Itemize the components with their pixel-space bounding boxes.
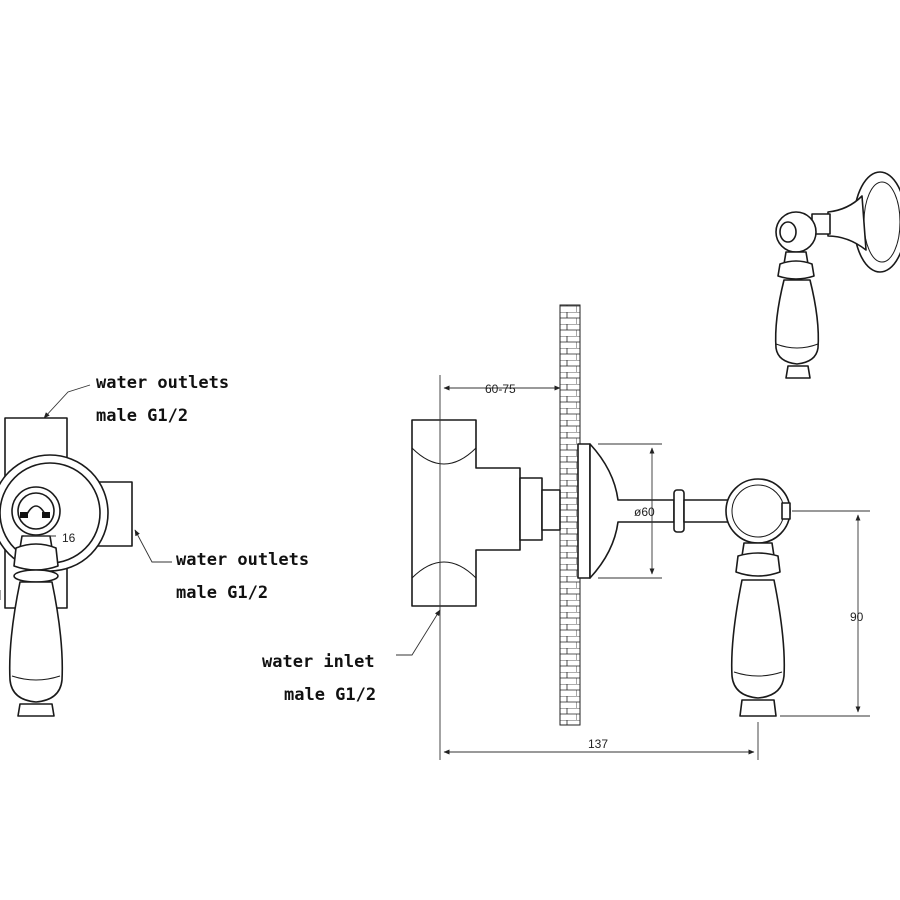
- front-handle-hub: [11, 486, 61, 536]
- front-handle-hub-inner: [17, 492, 55, 530]
- callout-leader-right: [134, 529, 172, 563]
- dim-16-label: 16: [62, 531, 76, 545]
- wall-section: [559, 304, 581, 726]
- front-lever-band: [11, 675, 61, 681]
- persp-collar: [777, 260, 815, 280]
- front-lever-handle: [8, 581, 64, 703]
- callout-top-line2: male G1/2: [96, 406, 188, 426]
- callout-leader-inlet: [396, 609, 441, 656]
- side-view: 60-75 ø60 90 137 water inlet male G1/2: [262, 304, 870, 760]
- callout-inlet-line1: water inlet: [262, 652, 375, 672]
- front-view: 16 water outlets male G1/2 water outlets…: [0, 373, 309, 717]
- front-collar-ring: [13, 569, 59, 583]
- side-spindle: [541, 489, 561, 531]
- persp-lever-band: [775, 343, 819, 349]
- dim-90-label: 90: [850, 610, 864, 624]
- side-lever-tip: [739, 699, 777, 717]
- persp-ball-cap: [779, 221, 797, 243]
- side-handle-ball: [725, 478, 791, 544]
- callout-right-line1: water outlets: [176, 550, 309, 570]
- side-shaft-ring: [673, 489, 685, 533]
- front-indicator-right: [42, 512, 50, 518]
- front-lever-tip: [17, 703, 55, 717]
- side-handle-cap: [781, 502, 791, 520]
- persp-lever-tip: [785, 365, 811, 379]
- side-lever-band: [733, 671, 783, 677]
- front-collar: [13, 543, 59, 571]
- dim-60-label: ø60: [634, 505, 655, 519]
- callout-top-line1: water outlets: [96, 373, 229, 393]
- dim-60-75-label: 60-75: [485, 382, 516, 396]
- callout-right-line2: male G1/2: [176, 583, 268, 603]
- front-indicator-left: [20, 512, 28, 518]
- callout-inlet-line2: male G1/2: [284, 685, 376, 705]
- side-collar: [735, 552, 781, 577]
- persp-lever: [774, 279, 820, 365]
- dim-137-label: 137: [588, 737, 608, 751]
- callout-leader-top: [43, 384, 91, 419]
- side-connector: [519, 477, 543, 541]
- side-rose-plate: [577, 443, 591, 579]
- side-valve-body: [411, 419, 521, 607]
- side-rose-bell: [589, 443, 675, 579]
- side-lever-handle: [730, 579, 786, 699]
- perspective-view: [774, 171, 900, 379]
- side-valve-curve-bottom: [411, 561, 477, 579]
- side-valve-curve-top: [411, 447, 477, 465]
- persp-bell: [827, 195, 867, 251]
